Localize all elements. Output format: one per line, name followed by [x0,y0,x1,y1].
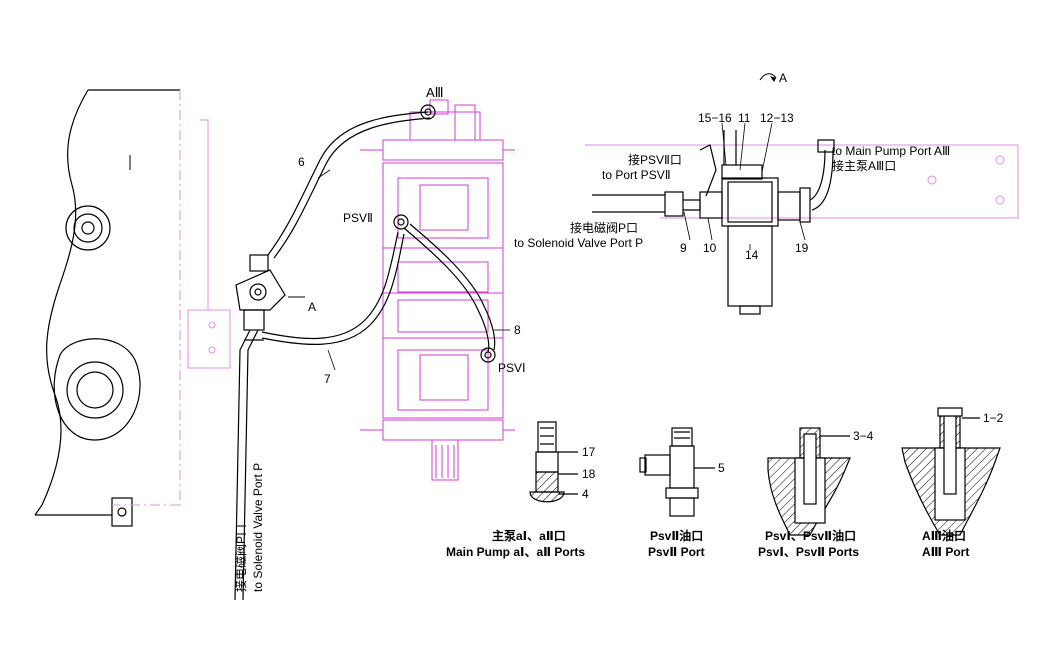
label-to-main-pump-en: to Main Pump Port AⅢ [832,144,950,158]
label-to-psv2-cn: 接PSVⅡ口 [628,152,682,167]
label-psv2: PSVⅡ [343,211,373,225]
labels: AⅢ 6 PSVⅡ A 7 8 PSVⅠ 接电磁阀P口 to Solenoid … [233,71,1004,592]
label-psv2-port-en: PsvⅡ Port [648,545,705,559]
label-solenoid-vertical-en: to Solenoid Valve Port P [251,463,265,592]
label-item-1-2: 1−2 [983,411,1004,425]
port-fittings [393,104,496,363]
hose-8 [403,223,496,353]
label-psv1: PSVⅠ [498,361,526,375]
label-item-7: 7 [324,372,331,386]
hose-7 [261,231,405,346]
label-item-18: 18 [582,467,596,481]
label-a3-port-en: AⅢ Port [922,545,969,559]
label-item-19: 19 [795,241,809,255]
label-to-main-pump-cn: 接主泵AⅢ口 [832,158,896,173]
label-item-10: 10 [703,241,717,255]
label-to-solenoid-en: to Solenoid Valve Port P [514,236,643,250]
label-item-5: 5 [718,461,725,475]
label-item-3-4: 3−4 [853,429,874,443]
detail-a3-port [901,407,1001,536]
label-psv12-oil-cn: PsvⅠ、PsvⅡ油口 [765,528,856,543]
label-psv12-ports-en: PsvⅠ、PsvⅡ Ports [758,545,859,559]
frame-outline [112,90,231,506]
label-port-a3: AⅢ [426,85,444,100]
label-item-8: 8 [514,323,521,337]
detail-psv-ports [767,427,851,536]
label-item-17: 17 [582,445,596,459]
line-filter-left [234,254,286,601]
label-main-pump-en: Main Pump aⅠ、aⅡ Ports [446,545,585,559]
engine-housing [34,89,180,527]
view-arrow [759,73,777,81]
label-solenoid-vertical-cn: 接电磁阀P口 [233,524,248,592]
label-item-9: 9 [680,241,687,255]
label-to-solenoid-cn: 接电磁阀P口 [570,220,638,235]
leader-lines [317,122,806,371]
view-arrow-head [770,76,776,82]
label-to-psv2-en: to Port PSVⅡ [602,168,671,182]
detail-main-pump-port [529,421,578,503]
label-psv2-oil-cn: PsvⅡ油口 [650,528,703,543]
label-item-15-16: 15−16 [698,111,732,125]
label-item-4: 4 [582,487,589,501]
label-view-a-arrow: A [779,71,787,85]
label-item-14: 14 [745,248,759,262]
label-item-12-13: 12−13 [760,111,794,125]
right-bracket [585,144,1019,219]
label-view-a: A [308,300,316,314]
main-pump [360,99,515,481]
label-item-6: 6 [298,155,305,169]
detail-tee-fitting [639,427,715,517]
label-a3-oil-cn: AⅢ油口 [922,528,966,543]
label-item-11: 11 [738,111,751,125]
hose-6 [267,111,431,259]
label-main-pump-cn: 主泵aⅠ、aⅡ口 [492,528,566,543]
filter-assembly [592,130,835,315]
